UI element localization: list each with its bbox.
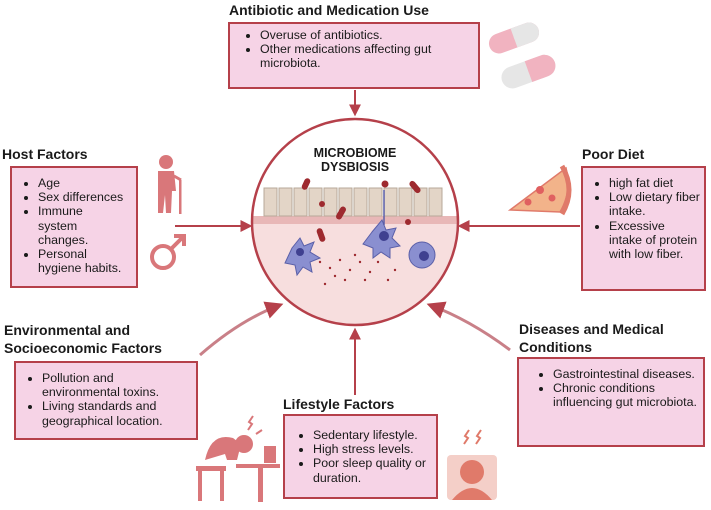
elderly-person-icon: [158, 155, 182, 214]
list-item: High stress levels.: [313, 442, 432, 456]
environment-title: Environmental and Socioeconomic Factors: [4, 321, 162, 357]
center-label-line1: MICROBIOME: [313, 146, 397, 160]
list-item: Chronic conditions influencing gut micro…: [553, 381, 699, 409]
host-box: Age Sex differences Immune system change…: [10, 166, 138, 288]
list-item: Poor sleep quality or duration.: [313, 456, 432, 484]
list-item: Age: [38, 176, 132, 190]
arrow-environment: [199, 301, 284, 357]
diseases-title-line1: Diseases and Medical: [519, 321, 664, 337]
list-item: Personal hygiene habits.: [38, 247, 132, 275]
diseases-title: Diseases and Medical Conditions: [519, 320, 664, 356]
center-label-line2: DYSBIOSIS: [320, 160, 390, 174]
environment-title-line1: Environmental and: [4, 322, 131, 338]
list-item: Sex differences: [38, 190, 132, 204]
list-item: high fat diet: [609, 176, 700, 190]
list-item: Living standards and geographical locati…: [42, 399, 192, 427]
stressed-worker-icon: [196, 415, 280, 502]
antibiotic-box: Overuse of antibiotics. Other medication…: [228, 22, 480, 89]
list-item: Excessive intake of protein with low fib…: [609, 219, 700, 262]
environment-title-line2: Socioeconomic Factors: [4, 340, 162, 356]
stressed-person-icon: [447, 429, 497, 500]
list-item: Low dietary fiber intake.: [609, 190, 700, 218]
list-item: Other medications affecting gut microbio…: [260, 42, 472, 70]
diseases-title-line2: Conditions: [519, 339, 593, 355]
pills-icon: [488, 22, 556, 89]
lifestyle-title: Lifestyle Factors: [283, 396, 395, 412]
list-item: Overuse of antibiotics.: [260, 28, 472, 42]
list-item: Immune system changes.: [38, 204, 106, 247]
lifestyle-box: Sedentary lifestyle. High stress levels.…: [283, 414, 438, 499]
center-label: MICROBIOME DYSBIOSIS: [305, 146, 405, 174]
diet-box: high fat diet Low dietary fiber intake. …: [581, 166, 706, 291]
diseases-box: Gastrointestinal diseases. Chronic condi…: [517, 357, 705, 447]
diet-title: Poor Diet: [582, 146, 645, 162]
list-item: Sedentary lifestyle.: [313, 428, 432, 442]
list-item: Pollution and environmental toxins.: [42, 371, 192, 399]
antibiotic-title: Antibiotic and Medication Use: [229, 2, 429, 18]
list-item: Gastrointestinal diseases.: [553, 367, 699, 381]
pizza-slice-icon: [507, 164, 572, 216]
arrow-diseases: [426, 301, 511, 352]
environment-box: Pollution and environmental toxins. Livi…: [14, 361, 198, 440]
host-title: Host Factors: [2, 146, 88, 162]
male-symbol-icon: [150, 234, 186, 270]
